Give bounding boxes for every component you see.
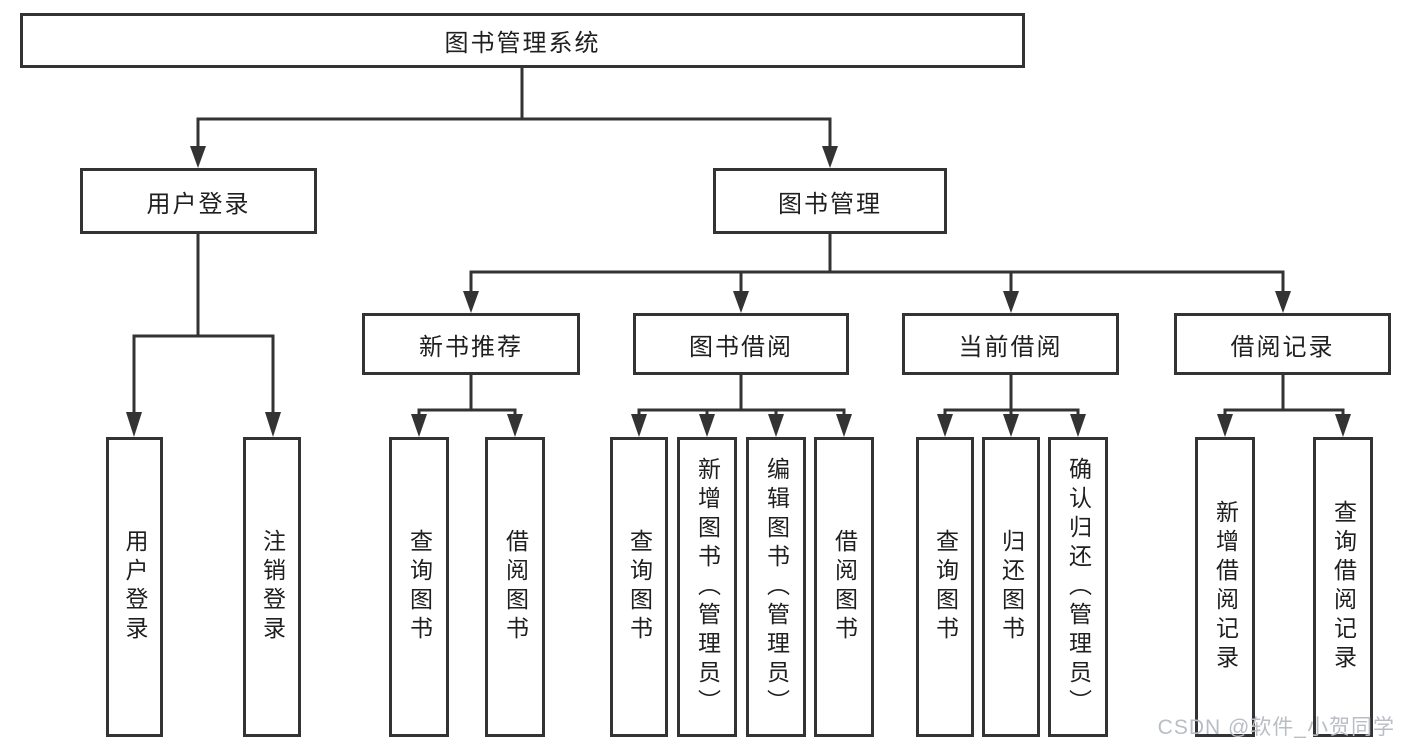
leaf-add-borrow-record-label: 新增借阅记录 (1212, 500, 1239, 674)
leaf-edit-books-admin-label: 编辑图书（管理员） (763, 456, 790, 718)
leaf-borrow-books-label: 借阅图书 (831, 529, 858, 645)
leaf-borrow-books-recommend: 借阅图书 (485, 437, 545, 737)
node-root-label: 图书管理系统 (444, 30, 601, 57)
leaf-query-books-current: 查询图书 (916, 437, 974, 737)
node-book-management: 图书管理 (713, 168, 947, 234)
leaf-logout-label: 注销登录 (259, 529, 286, 645)
leaf-add-books-admin-label: 新增图书（管理员） (694, 456, 721, 718)
node-new-book-recommend: 新书推荐 (362, 313, 580, 375)
leaf-query-borrow-record-label: 查询借阅记录 (1330, 500, 1357, 674)
node-book-borrow-label: 图书借阅 (689, 333, 793, 361)
leaf-add-borrow-record: 新增借阅记录 (1195, 437, 1255, 737)
node-borrow-records: 借阅记录 (1174, 313, 1391, 375)
node-root: 图书管理系统 (20, 13, 1025, 68)
leaf-return-books: 归还图书 (982, 437, 1040, 737)
node-new-book-recommend-label: 新书推荐 (419, 333, 523, 361)
leaf-query-books-current-label: 查询图书 (932, 529, 959, 645)
leaf-borrow-books-recommend-label: 借阅图书 (502, 529, 529, 645)
leaf-query-books-borrow: 查询图书 (610, 437, 668, 737)
node-book-management-label: 图书管理 (778, 190, 882, 218)
leaf-user-login: 用户登录 (106, 437, 163, 737)
leaf-edit-books-admin: 编辑图书（管理员） (746, 437, 806, 737)
node-user-login: 用户登录 (80, 168, 317, 234)
node-book-borrow: 图书借阅 (633, 313, 849, 375)
node-user-login-label: 用户登录 (146, 190, 251, 218)
leaf-confirm-return-admin: 确认归还（管理员） (1048, 437, 1108, 737)
node-current-borrow: 当前借阅 (902, 313, 1119, 375)
leaf-query-books-recommend-label: 查询图书 (406, 529, 433, 645)
leaf-query-books-recommend: 查询图书 (389, 437, 449, 737)
node-borrow-records-label: 借阅记录 (1230, 333, 1335, 361)
leaf-logout: 注销登录 (243, 437, 301, 737)
leaf-confirm-return-admin-label: 确认归还（管理员） (1065, 456, 1092, 718)
leaf-borrow-books: 借阅图书 (814, 437, 874, 737)
leaf-query-borrow-record: 查询借阅记录 (1313, 437, 1373, 737)
leaf-return-books-label: 归还图书 (998, 529, 1025, 645)
leaf-query-books-borrow-label: 查询图书 (626, 529, 653, 645)
node-current-borrow-label: 当前借阅 (958, 333, 1063, 361)
leaf-add-books-admin: 新增图书（管理员） (677, 437, 737, 737)
csdn-watermark: CSDN @软件_小贺同学 (1157, 716, 1395, 739)
leaf-user-login-label: 用户登录 (122, 529, 148, 645)
